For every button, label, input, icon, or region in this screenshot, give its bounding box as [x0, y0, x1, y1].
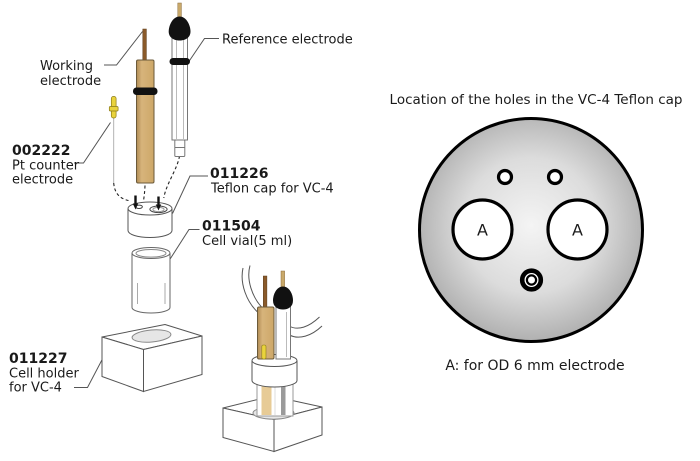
pt-pin-collar [108, 106, 119, 112]
electrode-wire [289, 325, 323, 338]
working-electrode-guide [142, 185, 146, 202]
hole-a-left [451, 198, 514, 261]
electrode-wire [288, 316, 320, 329]
assembled-reference-body [275, 304, 291, 360]
pt-counter-guide [113, 182, 129, 202]
pt-counter-electrode [108, 96, 119, 119]
hole-a-right [546, 198, 609, 261]
assembled-reference-cap [273, 286, 293, 310]
part-labels: Working electrode Reference electrode 00… [9, 33, 353, 396]
assembled-cap-body [251, 361, 298, 388]
cell-holder [101, 324, 203, 393]
teflon-cap [127, 195, 173, 239]
reference-electrode-cap [168, 16, 191, 41]
holder-right-face [143, 335, 203, 393]
hole-diagram-title: Location of the holes in the VC-4 Teflon… [390, 92, 683, 108]
reference-electrode-guide [163, 155, 181, 199]
cell-vial-body [131, 253, 171, 314]
vial-reference-visible [281, 382, 286, 415]
cell-vial-part-number: 011504 [202, 219, 261, 235]
teflon-cap-leader [172, 175, 208, 214]
working-electrode-label: electrode [40, 74, 101, 89]
electrode-wire [248, 265, 262, 308]
working-electrode-leader [104, 31, 143, 66]
pt-counter-leader [74, 122, 111, 164]
hole-location-diagram: Location of the holes in the VC-4 Teflon… [390, 92, 683, 374]
reference-electrode-label: Reference electrode [222, 33, 353, 48]
hole-a-left-label: A [477, 221, 488, 240]
cell-holder-part-number: 011227 [9, 351, 67, 367]
cell-holder-label: for VC-4 [9, 381, 62, 396]
reference-electrode-oring [169, 58, 190, 65]
working-electrode-pin [142, 28, 147, 63]
cap-pin-right-tip [155, 204, 162, 211]
reference-electrode-tip [174, 139, 186, 157]
teflon-cap-body [127, 209, 173, 239]
leader-lines [74, 31, 219, 388]
working-electrode-oring [133, 87, 158, 95]
pt-counter-label: Pt counter [12, 159, 80, 174]
holder-hole [131, 329, 172, 343]
cell-vial-leader [164, 229, 200, 268]
cell-holder-label: Cell holder [9, 367, 79, 382]
cell-vial-mouth-inner [135, 249, 167, 258]
small-hole-right [546, 168, 564, 186]
reference-electrode-body [171, 37, 188, 141]
reference-electrode-leader [185, 38, 219, 67]
electrode-wire [241, 267, 258, 313]
assembled-reference-pin [280, 270, 285, 290]
insertion-guides [113, 118, 181, 202]
working-electrode-body [136, 59, 155, 184]
small-hole-left [496, 168, 514, 186]
pt-counter-label: electrode [12, 173, 73, 188]
teflon-cap-face [418, 117, 644, 343]
cell-vial [131, 247, 171, 314]
cell-vial-label: Cell vial(5 ml) [202, 234, 292, 249]
cap-pin-left-tip [132, 203, 139, 210]
vial-working-visible [261, 382, 272, 415]
reference-electrode [168, 2, 191, 157]
hole-diagram-caption: A: for OD 6 mm electrode [445, 358, 624, 374]
working-electrode-label: Working [40, 59, 93, 74]
center-ring-hole-inner [525, 274, 538, 286]
assembled-cell [222, 265, 323, 453]
hole-a-right-label: A [572, 221, 583, 240]
assembled-pt-pin [261, 344, 267, 360]
teflon-cap-label: Teflon cap for VC-4 [210, 182, 334, 197]
working-electrode [133, 28, 158, 184]
assembled-working-pin [263, 275, 268, 309]
teflon-cap-part-number: 011226 [210, 166, 268, 182]
cap-contact-pins [132, 195, 162, 211]
pt-counter-part-number: 002222 [12, 143, 70, 159]
